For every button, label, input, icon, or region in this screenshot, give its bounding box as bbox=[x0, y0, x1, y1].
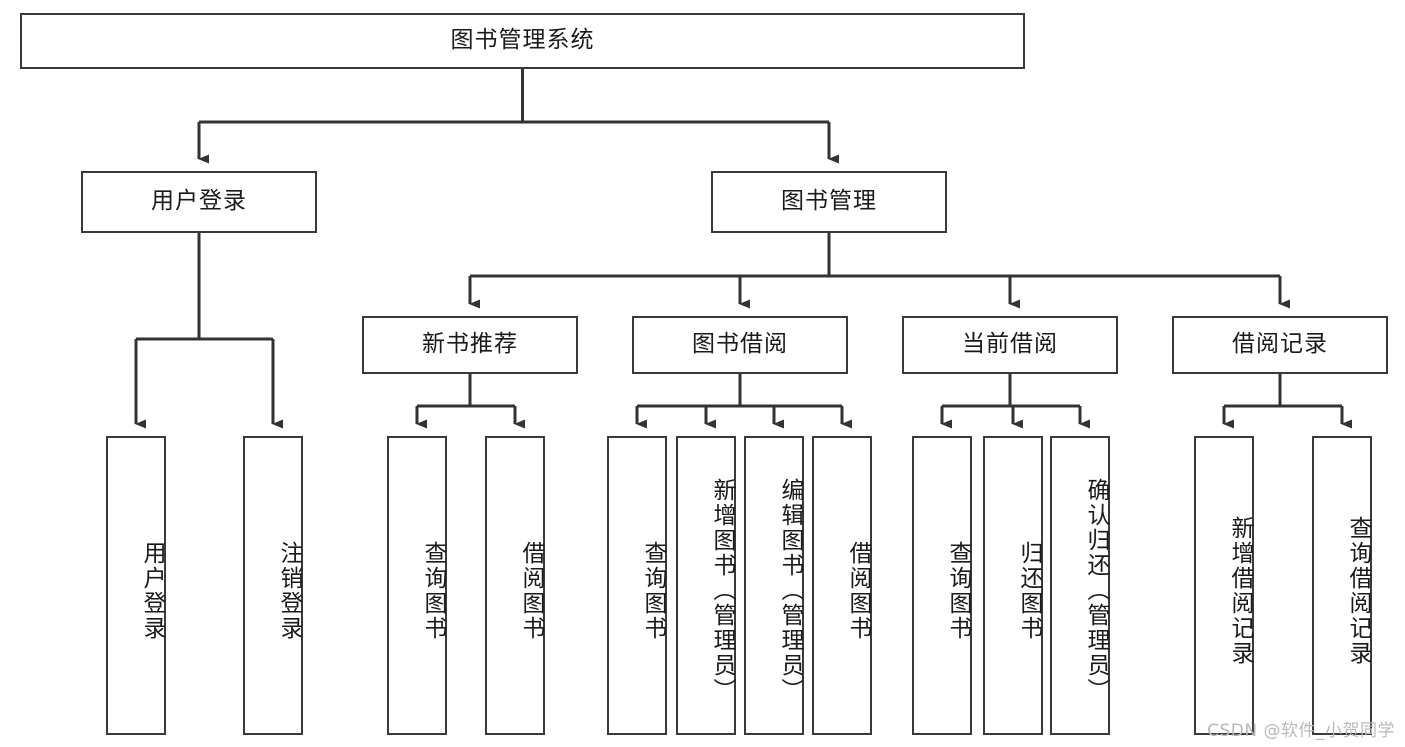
node-leaf10[interactable]: 归还图书 bbox=[983, 436, 1043, 735]
node-label: 借阅图书 bbox=[845, 540, 871, 641]
node-leaf2[interactable]: 注销登录 bbox=[243, 436, 303, 735]
node-label: 当前借阅 bbox=[962, 331, 1058, 358]
node-leaf11[interactable]: 确认归还（管理员） bbox=[1050, 436, 1110, 735]
node-label: 归还图书 bbox=[1016, 540, 1042, 641]
node-label: 图书管理 bbox=[781, 188, 877, 215]
node-leaf8[interactable]: 借阅图书 bbox=[812, 436, 872, 735]
node-label: 查询图书 bbox=[420, 540, 446, 641]
node-root[interactable]: 图书管理系统 bbox=[20, 13, 1025, 69]
node-label: 用户登录 bbox=[139, 540, 165, 641]
node-leaf5[interactable]: 查询图书 bbox=[607, 436, 667, 735]
node-label: 注销登录 bbox=[276, 540, 302, 641]
node-leaf4[interactable]: 借阅图书 bbox=[485, 436, 545, 735]
node-label: 查询借阅记录 bbox=[1345, 515, 1371, 666]
node-leaf9[interactable]: 查询图书 bbox=[912, 436, 972, 735]
node-records[interactable]: 借阅记录 bbox=[1172, 316, 1388, 374]
node-current[interactable]: 当前借阅 bbox=[902, 316, 1118, 374]
node-leaf6[interactable]: 新增图书（管理员） bbox=[676, 436, 736, 735]
node-label: 新书推荐 bbox=[422, 331, 518, 358]
node-leaf1[interactable]: 用户登录 bbox=[106, 436, 166, 735]
node-newbooks[interactable]: 新书推荐 bbox=[362, 316, 578, 374]
node-label: 查询图书 bbox=[640, 540, 666, 641]
node-label: 借阅图书 bbox=[518, 540, 544, 641]
node-label: 新增借阅记录 bbox=[1227, 515, 1253, 666]
node-label: 用户登录 bbox=[151, 188, 247, 215]
node-label: 图书借阅 bbox=[692, 331, 788, 358]
node-login[interactable]: 用户登录 bbox=[81, 171, 317, 233]
node-label: 新增图书（管理员） bbox=[709, 478, 735, 703]
node-leaf12[interactable]: 新增借阅记录 bbox=[1194, 436, 1254, 735]
node-leaf7[interactable]: 编辑图书（管理员） bbox=[744, 436, 804, 735]
node-label: 编辑图书（管理员） bbox=[777, 478, 803, 703]
node-label: 确认归还（管理员） bbox=[1083, 478, 1109, 703]
node-label: 借阅记录 bbox=[1232, 331, 1328, 358]
node-label: 查询图书 bbox=[945, 540, 971, 641]
node-leaf13[interactable]: 查询借阅记录 bbox=[1312, 436, 1372, 735]
node-leaf3[interactable]: 查询图书 bbox=[387, 436, 447, 735]
node-borrow[interactable]: 图书借阅 bbox=[632, 316, 848, 374]
node-bookmgmt[interactable]: 图书管理 bbox=[711, 171, 947, 233]
node-label: 图书管理系统 bbox=[450, 27, 595, 54]
